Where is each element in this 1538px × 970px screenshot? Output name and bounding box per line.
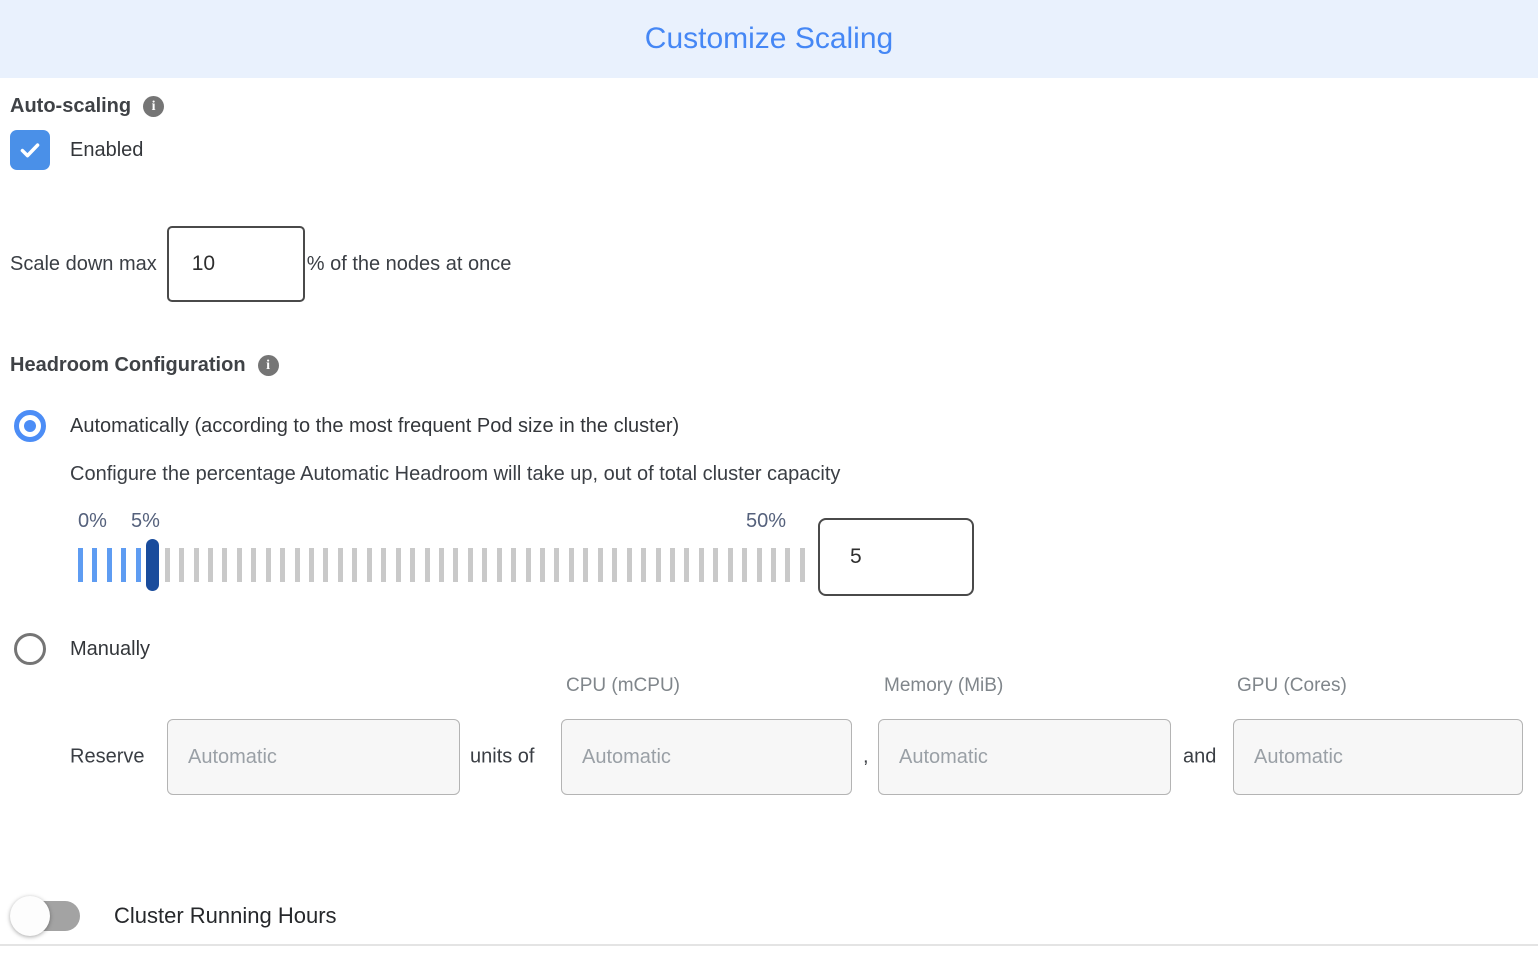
checkmark-icon [17, 137, 43, 163]
slider-tick[interactable] [655, 548, 661, 582]
slider-tick[interactable] [207, 548, 213, 582]
auto-scaling-info-icon[interactable] [143, 96, 165, 117]
slider-tick[interactable] [366, 548, 372, 582]
slider-tick[interactable] [453, 548, 459, 582]
slider-tick[interactable] [352, 548, 358, 582]
slider-tick[interactable] [669, 548, 675, 582]
slider-tick[interactable] [727, 548, 733, 582]
headroom-info-icon[interactable] [257, 355, 279, 376]
slider-tick[interactable] [785, 548, 791, 582]
toggle-knob[interactable] [10, 896, 50, 936]
slider-tick[interactable] [482, 548, 488, 582]
scale-down-max-suffix: % of the nodes at once [306, 252, 512, 275]
cluster-running-hours-toggle[interactable] [10, 896, 80, 936]
slider-tick[interactable] [381, 548, 387, 582]
headroom-auto-label: Automatically (according to the most fre… [70, 414, 680, 437]
slider-tick[interactable] [337, 548, 343, 582]
column-header-cpu: CPU (mCPU) [566, 675, 680, 696]
slider-current-label: 5% [131, 510, 160, 532]
slider-tick[interactable] [742, 548, 748, 582]
slider-tick[interactable] [684, 548, 690, 582]
headroom-configuration-label: Headroom Configuration [10, 354, 246, 376]
headroom-manual-radio[interactable] [14, 633, 46, 665]
headroom-percentage-input[interactable] [818, 518, 974, 596]
slider-tick[interactable] [121, 548, 127, 582]
slider-min-label: 0% [78, 510, 107, 532]
dialog-title: Customize Scaling [644, 22, 894, 55]
slider-tick[interactable] [641, 548, 647, 582]
slider-tick[interactable] [771, 548, 776, 582]
slider-tick[interactable] [395, 548, 401, 582]
reserve-memory-input[interactable] [878, 719, 1171, 795]
slider-tick[interactable] [612, 548, 618, 582]
slider-tick[interactable] [309, 548, 314, 582]
slider-tick[interactable] [280, 548, 286, 582]
reserve-cpu-input[interactable] [561, 719, 852, 795]
bottom-divider [0, 944, 1538, 946]
column-header-gpu: GPU (Cores) [1237, 675, 1347, 696]
scale-down-max-input[interactable] [166, 226, 305, 302]
slider-tick[interactable] [251, 548, 257, 582]
slider-tick[interactable] [92, 548, 98, 582]
slider-tick[interactable] [106, 548, 112, 582]
slider-tick[interactable] [511, 548, 517, 582]
slider-tick[interactable] [78, 548, 83, 582]
slider-tick[interactable] [713, 548, 719, 582]
headroom-slider[interactable] [78, 548, 805, 582]
slider-tick[interactable] [554, 548, 560, 582]
slider-tick[interactable] [583, 548, 589, 582]
slider-tick[interactable] [540, 548, 545, 582]
slider-tick[interactable] [222, 548, 228, 582]
reserve-label: Reserve [70, 745, 145, 768]
slider-tick[interactable] [525, 548, 531, 582]
slider-tick[interactable] [135, 548, 141, 582]
headroom-manual-label: Manually [70, 637, 151, 660]
reserve-comma-label: , [863, 745, 869, 768]
headroom-slider-handle[interactable] [146, 539, 160, 591]
cluster-running-hours-label: Cluster Running Hours [114, 903, 337, 928]
slider-tick[interactable] [467, 548, 473, 582]
slider-tick[interactable] [179, 548, 185, 582]
slider-tick[interactable] [164, 548, 170, 582]
slider-tick[interactable] [265, 548, 271, 582]
enabled-label: Enabled [70, 138, 144, 161]
reserve-units-of-label: units of [470, 745, 535, 768]
dialog-header: Customize Scaling [0, 0, 1538, 78]
slider-tick[interactable] [756, 548, 762, 582]
slider-tick[interactable] [799, 548, 805, 582]
slider-tick[interactable] [496, 548, 502, 582]
slider-tick[interactable] [193, 548, 199, 582]
slider-tick[interactable] [626, 548, 632, 582]
headroom-slider-block: 0% 5% 50% [78, 510, 1538, 600]
slider-tick[interactable] [568, 548, 574, 582]
slider-tick[interactable] [438, 548, 444, 582]
slider-tick[interactable] [236, 548, 242, 582]
auto-scaling-label: Auto-scaling [10, 95, 132, 117]
reserve-and-label: and [1183, 745, 1217, 768]
headroom-auto-radio[interactable] [14, 410, 46, 442]
slider-tick[interactable] [294, 548, 300, 582]
reserve-count-input[interactable] [167, 719, 460, 795]
column-header-memory: Memory (MiB) [884, 675, 1004, 696]
slider-tick[interactable] [410, 548, 416, 582]
slider-tick[interactable] [323, 548, 329, 582]
slider-tick[interactable] [597, 548, 603, 582]
slider-tick[interactable] [698, 548, 704, 582]
slider-max-label: 50% [746, 510, 787, 532]
slider-tick[interactable] [424, 548, 430, 582]
scale-down-max-label: Scale down max [10, 252, 157, 275]
auto-scaling-enabled-checkbox[interactable] [10, 130, 50, 170]
headroom-auto-description: Configure the percentage Automatic Headr… [70, 463, 841, 485]
reserve-gpu-input[interactable] [1233, 719, 1523, 795]
